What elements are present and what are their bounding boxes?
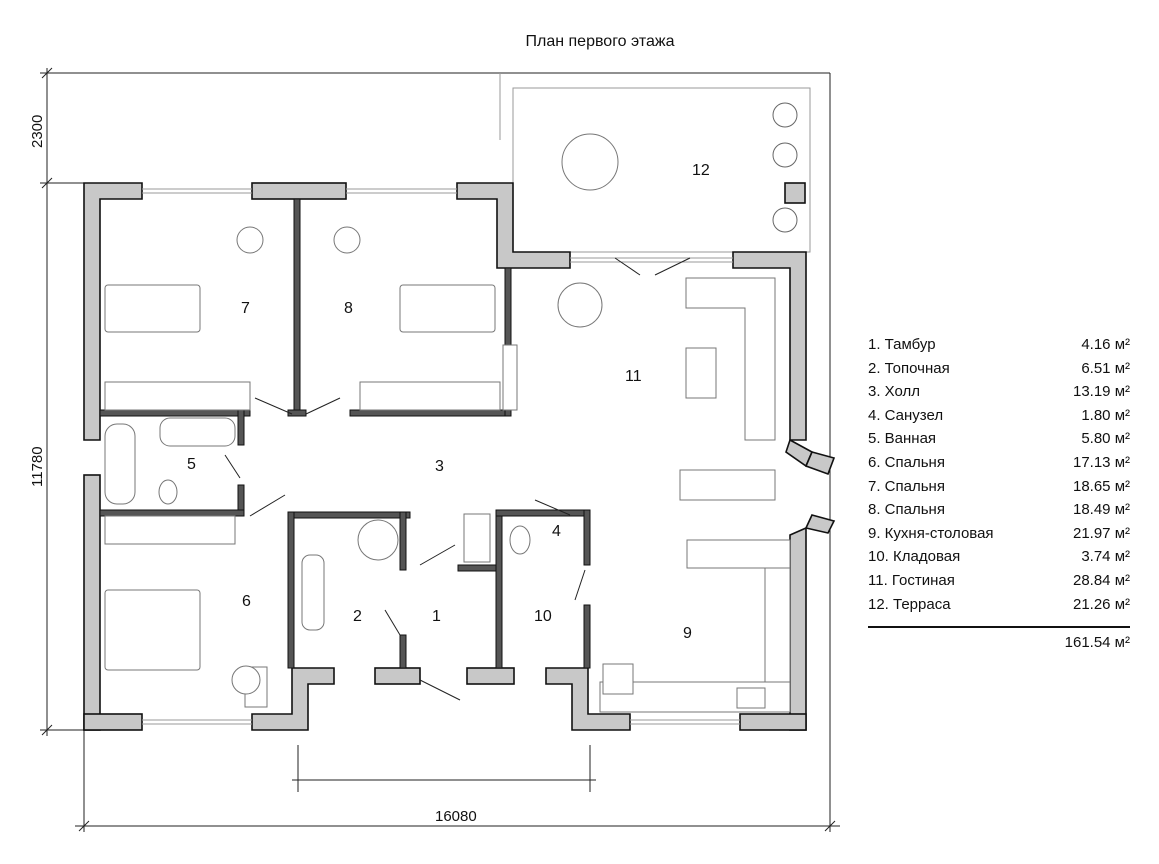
boiler-icon — [357, 519, 399, 561]
dimension-lines — [40, 67, 840, 832]
stove-icon — [602, 663, 634, 695]
legend-row: 2. Топочная 6.51 м² — [868, 357, 1130, 381]
dimension-terrace-depth: 2300 — [29, 115, 46, 148]
legend-row: 7. Спальня 18.65 м² — [868, 475, 1130, 499]
legend-divider — [868, 626, 1130, 629]
bed-icon — [104, 589, 201, 671]
legend-label: 6. Спальня — [868, 453, 945, 471]
room-number-9: 9 — [683, 625, 692, 642]
kitchen-sink-icon — [736, 687, 766, 709]
room-numbers: 1 2 3 4 5 6 7 8 9 10 11 12 — [187, 162, 710, 642]
wardrobe-icon — [463, 513, 491, 563]
room-number-11: 11 — [625, 368, 642, 385]
legend-area: 1.80 м² — [1081, 406, 1130, 424]
bathtub-icon — [104, 423, 136, 505]
legend-label: 11. Гостиная — [868, 571, 955, 589]
legend-row: 1. Тамбур 4.16 м² — [868, 333, 1130, 357]
room-number-12: 12 — [692, 162, 710, 179]
legend-row: 11. Гостиная 28.84 м² — [868, 569, 1130, 593]
legend-label: 1. Тамбур — [868, 336, 936, 353]
legend-area: 17.13 м² — [1072, 453, 1130, 471]
room-number-8: 8 — [344, 300, 353, 317]
legend-label: 10. Кладовая — [868, 548, 961, 566]
interior-walls — [99, 198, 691, 701]
legend-area: 3.74 м² — [1081, 548, 1130, 566]
legend-label: 4. Санузел — [868, 406, 944, 424]
bed-icon — [399, 284, 496, 333]
exterior-walls — [83, 182, 836, 731]
legend-area: 18.49 м² — [1072, 501, 1130, 519]
legend-row: 9. Кухня-столовая 21.97 м² — [868, 522, 1130, 546]
legend-area: 6.51 м² — [1081, 359, 1130, 377]
furniture — [104, 226, 791, 713]
legend-total: 161.54 м² — [1064, 634, 1130, 652]
coffee-table-icon — [685, 347, 717, 399]
armchair-icon — [557, 282, 603, 328]
legend-area: 21.97 м² — [1072, 524, 1130, 542]
toilet-icon — [158, 479, 178, 505]
room-number-2: 2 — [353, 608, 362, 625]
toilet-icon — [509, 525, 531, 555]
legend-row: 3. Холл 13.19 м² — [868, 380, 1130, 404]
chair-icon — [333, 226, 361, 254]
legend-area: 13.19 м² — [1072, 383, 1130, 401]
legend-label: 9. Кухня-столовая — [868, 524, 994, 542]
room-number-7: 7 — [241, 300, 250, 317]
legend-area: 28.84 м² — [1072, 571, 1130, 589]
armchair-icon — [231, 665, 261, 695]
plant-icon — [772, 102, 798, 233]
room-number-3: 3 — [435, 458, 444, 475]
legend-area: 5.80 м² — [1081, 430, 1130, 448]
room-number-5: 5 — [187, 456, 196, 473]
legend-label: 3. Холл — [868, 383, 921, 401]
room-number-1: 1 — [432, 608, 441, 625]
room-number-6: 6 — [242, 593, 251, 610]
bathtub-icon — [301, 554, 325, 631]
room-area-legend: 1. Тамбур 4.16 м² 2. Топочная 6.51 м² 3. Х… — [868, 333, 1130, 651]
legend-area: 21.26 м² — [1072, 595, 1130, 613]
legend-area: 4.16 м² — [1081, 336, 1130, 353]
legend-label: 12. Терраса — [868, 595, 951, 613]
legend-row: 6. Спальня 17.13 м² — [868, 451, 1130, 475]
legend-label: 5. Ванная — [868, 430, 937, 448]
sofa-icon — [685, 277, 776, 441]
legend-label: 7. Спальня — [868, 477, 945, 495]
tv-icon — [502, 344, 518, 411]
legend-row: 10. Кладовая 3.74 м² — [868, 545, 1130, 569]
legend-row: 4. Санузел 1.80 м² — [868, 404, 1130, 428]
legend-label: 2. Топочная — [868, 359, 950, 377]
legend-row: 8. Спальня 18.49 м² — [868, 498, 1130, 522]
legend-label: 8. Спальня — [868, 501, 945, 519]
room-number-4: 4 — [552, 523, 561, 540]
chair-icon — [236, 226, 264, 254]
dimension-house-width: 16080 — [435, 808, 477, 825]
dining-table-icon — [679, 469, 776, 501]
dimension-house-depth: 11780 — [29, 446, 46, 487]
legend-area: 18.65 м² — [1072, 477, 1130, 495]
bed-icon — [104, 284, 201, 333]
legend-row: 5. Ванная 5.80 м² — [868, 427, 1130, 451]
terrace — [499, 73, 811, 253]
legend-row: 12. Терраса 21.26 м² — [868, 593, 1130, 617]
kitchen-island-icon — [686, 539, 791, 569]
plan-title: План первого этажа — [525, 33, 675, 50]
room-number-10: 10 — [534, 608, 552, 625]
sink-icon — [159, 417, 236, 447]
